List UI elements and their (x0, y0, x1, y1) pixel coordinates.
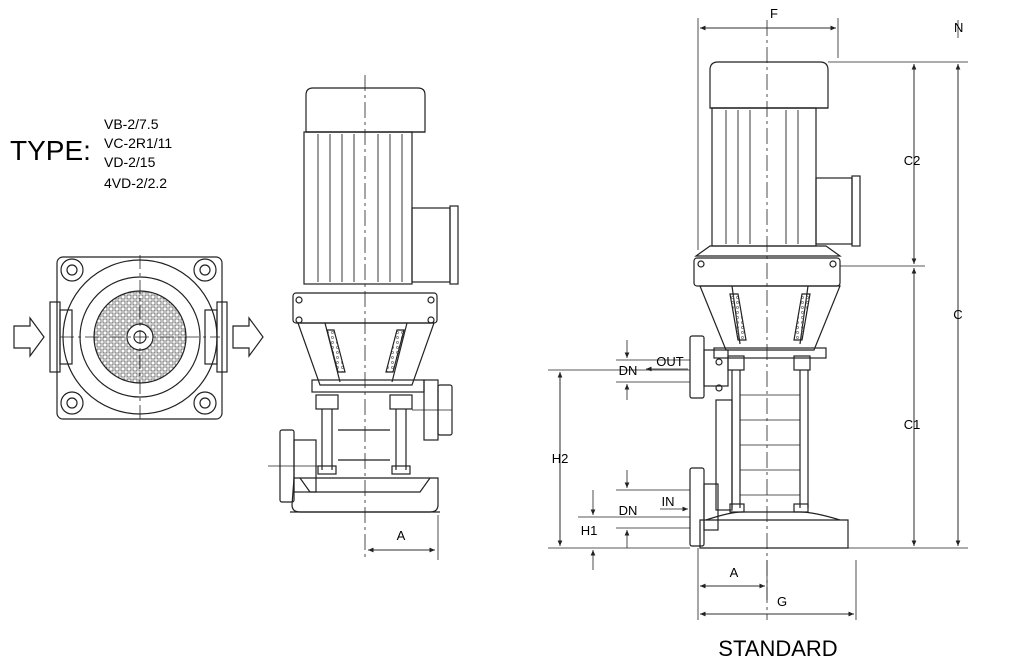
outlet-arrow-icon (232, 316, 264, 358)
type-model-3: VD-2/15 (104, 154, 156, 170)
dimension-lines (548, 18, 968, 620)
corner-bolts (60, 258, 217, 415)
type-block: TYPE: VB-2/7.5 VC-2R1/11 VD-2/15 4VD-2/2… (10, 116, 172, 191)
dimension-labels: F N C2 C C1 H2 H1 DN DN OUT IN A G STAND… (552, 6, 964, 661)
pump-top-view (13, 255, 264, 420)
dim-label-dn-in: DN (619, 503, 638, 518)
pump-stage-stack (315, 394, 413, 475)
dim-label-dn-out: DN (619, 363, 638, 378)
standard-caption: STANDARD (718, 636, 837, 661)
dim-label-n: N (954, 20, 963, 35)
type-model-4: 4VD-2/2.2 (104, 175, 167, 191)
pump-standard-view (689, 20, 861, 620)
dim-label-f: F (770, 6, 778, 21)
motor-fins (317, 134, 403, 282)
dim-label-g: G (777, 594, 787, 609)
dim-label-c2: C2 (904, 153, 921, 168)
label-out: OUT (656, 354, 684, 369)
pump-side-view: A (268, 75, 459, 560)
type-model-1: VB-2/7.5 (104, 116, 159, 132)
type-heading: TYPE: (10, 135, 91, 166)
dim-label-c1: C1 (904, 417, 921, 432)
dim-label-a-side: A (397, 528, 406, 543)
type-model-2: VC-2R1/11 (104, 135, 172, 151)
dim-label-h2: H2 (552, 451, 569, 466)
dim-label-a-standard: A (730, 565, 739, 580)
dim-label-c: C (953, 307, 962, 322)
inlet-arrow-icon (13, 316, 45, 358)
label-in: IN (662, 494, 675, 509)
dim-label-h1: H1 (581, 523, 598, 538)
